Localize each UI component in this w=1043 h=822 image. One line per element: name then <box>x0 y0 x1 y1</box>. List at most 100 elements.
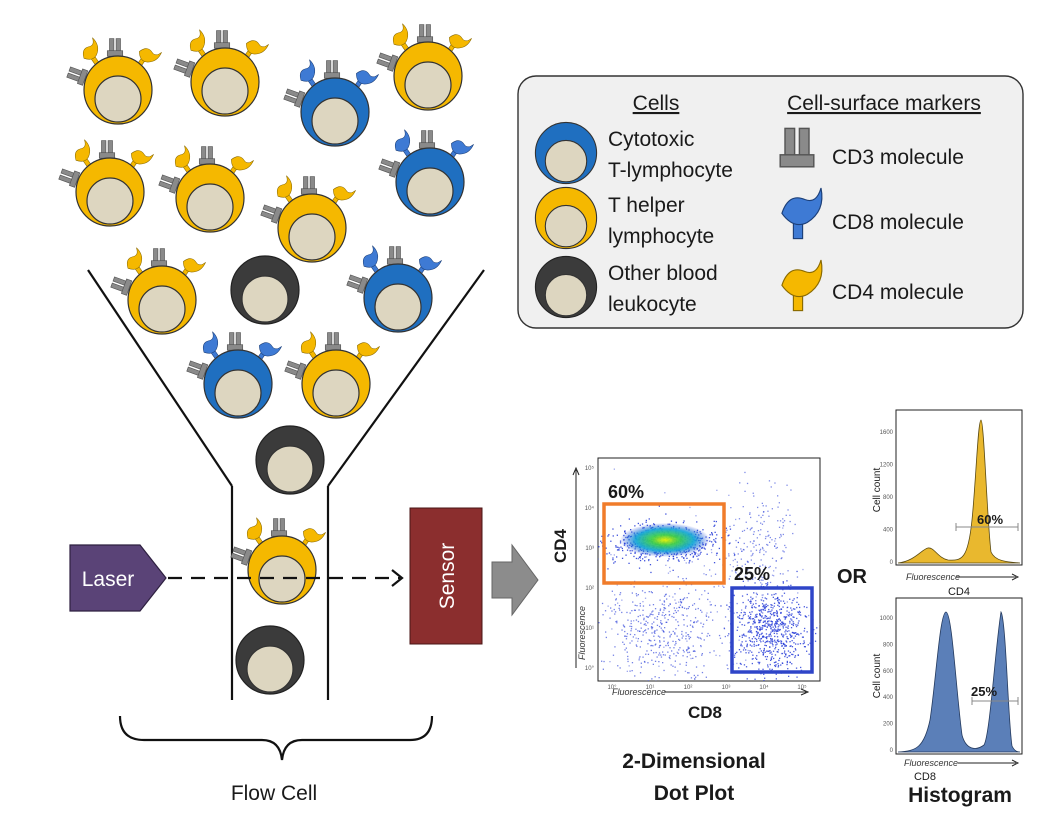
dot-plot-point <box>678 560 680 562</box>
dot-plot-point <box>778 526 781 528</box>
dot-plot-point <box>798 611 800 614</box>
dot-plot-point <box>770 606 772 608</box>
dot-plot-point <box>760 641 762 643</box>
dot-plot-point <box>767 611 769 613</box>
dot-plot-point <box>782 525 785 527</box>
dot-plot-point <box>756 655 758 657</box>
dot-plot-point <box>751 645 753 647</box>
dot-plot-point <box>749 601 751 603</box>
dot-plot-point <box>782 573 784 575</box>
dot-plot-point <box>750 599 752 601</box>
dot-plot-point <box>614 561 616 563</box>
dot-plot-point <box>633 609 636 611</box>
dot-plot-point <box>654 608 657 610</box>
dot-plot-point <box>789 651 791 654</box>
dot-plot-point <box>783 520 786 522</box>
dot-plot-point <box>644 623 646 625</box>
dot-plot-point <box>797 592 799 594</box>
y-tick-label: 10² <box>585 586 594 592</box>
dot-plot-point <box>672 596 674 598</box>
dot-plot-point <box>776 546 778 549</box>
dot-plot-point <box>674 632 676 634</box>
dot-plot-point <box>704 548 706 550</box>
dot-plot-point <box>677 624 680 627</box>
dot-plot-point <box>741 636 743 638</box>
dot-plot-point <box>751 662 753 665</box>
dot-plot-point <box>770 486 772 488</box>
dot-plot-point <box>759 550 761 552</box>
dot-plot-point <box>625 554 627 556</box>
dot-plot-point <box>666 682 667 683</box>
dot-plot-point <box>652 610 654 612</box>
dot-plot-point <box>777 604 779 606</box>
dot-plot-point <box>656 624 659 626</box>
dot-plot-point <box>660 622 662 624</box>
dot-plot-point <box>779 573 782 575</box>
dot-plot-point <box>736 602 738 605</box>
dot-plot-point <box>776 636 779 638</box>
dot-plot-point <box>745 635 747 637</box>
dot-plot-point <box>669 657 671 660</box>
dot-plot-point <box>612 557 614 559</box>
cd4-gate <box>602 502 726 585</box>
funnel <box>87 269 485 700</box>
dot-plot-point <box>669 655 671 657</box>
dot-plot-point <box>759 565 761 567</box>
dot-plot-point <box>716 489 718 491</box>
dot-plot-point <box>664 627 666 629</box>
dot-plot-point <box>757 661 759 663</box>
dot-plot-point <box>698 598 701 600</box>
dot-plot-point <box>659 640 661 642</box>
dot-plot-point <box>636 605 638 607</box>
dot-plot-point <box>669 570 671 573</box>
dot-plot-point <box>685 555 687 557</box>
dot-plot-point <box>711 541 713 543</box>
dot-plot-point <box>647 616 649 618</box>
dot-plot-point <box>621 611 623 614</box>
dot-plot-point <box>595 622 596 623</box>
dot-plot-point <box>788 655 790 657</box>
x-tick-label: 10⁴ <box>759 684 769 691</box>
y-tick-label: 600 <box>883 669 894 675</box>
dot-plot-point <box>762 594 764 596</box>
dot-plot-point <box>663 600 665 602</box>
dot-plot-point <box>663 640 665 642</box>
dot-plot-point <box>673 653 675 655</box>
dot-plot-point <box>744 471 746 474</box>
dot-plot-point <box>761 502 763 504</box>
dot-plot-point <box>785 617 787 619</box>
dot-plot-point <box>647 622 649 624</box>
dot-plot-point <box>607 568 609 570</box>
dot-plot-point <box>634 609 636 611</box>
dot-plot-point <box>754 626 756 628</box>
dot-plot-point <box>723 586 725 588</box>
dot-plot-point <box>697 558 699 560</box>
dot-plot-point <box>776 643 778 645</box>
dot-plot-point <box>786 613 788 616</box>
cytotoxic-cell-icon <box>283 59 379 146</box>
dot-plot-point <box>605 636 607 639</box>
dot-plot-point <box>760 608 762 611</box>
dot-plot-point <box>622 641 624 643</box>
dot-plot-point <box>767 530 769 533</box>
dot-plot-point <box>613 468 615 470</box>
dot-plot-point <box>756 658 758 660</box>
dot-plot-point <box>774 612 776 614</box>
dot-plot-point <box>794 635 797 637</box>
dot-plot-point <box>748 637 750 639</box>
dot-plot-point <box>767 617 769 619</box>
dot-plot-point <box>667 560 669 562</box>
dot-plot-point <box>752 618 755 620</box>
dot-plot-point <box>650 626 653 628</box>
dot-plot-point <box>789 645 791 647</box>
dot-plot-point <box>747 649 749 652</box>
dot-plot-point <box>674 660 676 662</box>
dot-plot-point <box>689 506 691 509</box>
dot-plot-point <box>784 650 786 652</box>
dot-plot-point <box>808 653 810 655</box>
dot-plot-point <box>741 609 743 611</box>
dot-plot-point <box>793 598 795 600</box>
dot-plot-point <box>786 656 788 659</box>
